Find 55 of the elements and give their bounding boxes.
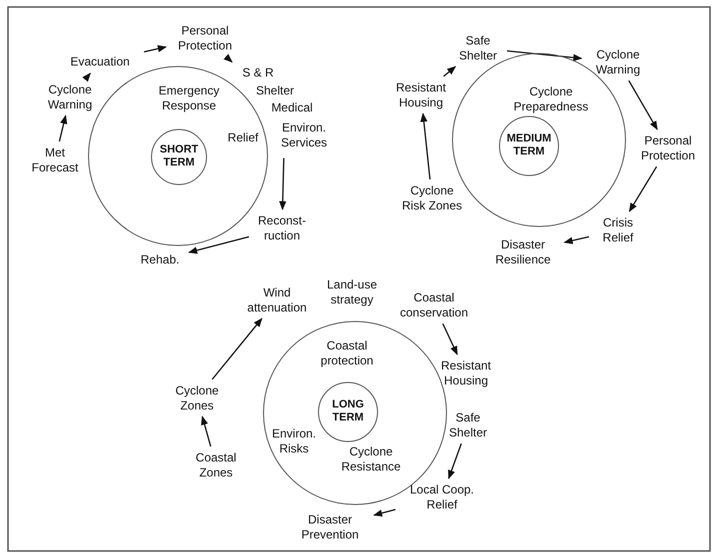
circle-label: Relief xyxy=(226,130,260,146)
step-label: Cyclone Warning xyxy=(40,82,100,112)
step-label: S & R xyxy=(241,66,275,80)
step-label: Coastal Zones xyxy=(186,450,246,480)
arrow xyxy=(212,318,262,380)
step-label: Wind attenuation xyxy=(234,285,320,315)
arrow xyxy=(448,443,462,480)
term-circle xyxy=(318,382,378,442)
step-label: Shelter xyxy=(254,84,296,98)
arrow xyxy=(58,114,68,142)
term-circle xyxy=(151,129,207,185)
step-label: Reconst- ruction xyxy=(253,213,311,243)
step-label: Rehab. xyxy=(135,252,185,268)
term-circle xyxy=(499,116,559,176)
step-label: Environ. Services xyxy=(280,120,328,150)
arrow xyxy=(188,236,250,254)
arrow xyxy=(506,50,582,62)
step-label: Personal Protection xyxy=(630,133,706,163)
arrow xyxy=(420,112,431,180)
arrow xyxy=(82,72,91,82)
arrow xyxy=(373,508,396,517)
circle-label: Environ. Risks xyxy=(270,426,318,456)
circle-label: Coastal protection xyxy=(320,338,374,368)
step-label: Resistant Housing xyxy=(386,80,456,110)
step-label: Met Forecast xyxy=(22,145,88,175)
term-label: LONG TERM xyxy=(331,398,365,426)
step-label: Crisis Relief xyxy=(593,215,643,245)
arrow xyxy=(443,66,456,77)
step-label: Cyclone Risk Zones xyxy=(401,183,463,213)
step-label: Land-use strategy xyxy=(326,277,378,307)
term-label: MEDIUM TERM xyxy=(506,132,552,160)
arrow xyxy=(201,416,212,447)
step-label: Coastal conservation xyxy=(388,290,480,320)
step-label: Cyclone Warning xyxy=(586,47,650,77)
step-label: Personal Protection xyxy=(170,23,240,53)
circle-label: Emergency Response xyxy=(158,83,220,113)
step-label: Cyclone Zones xyxy=(167,383,227,413)
arrow xyxy=(144,45,167,53)
step-label: Safe Shelter xyxy=(453,33,503,63)
step-label: Disaster Prevention xyxy=(290,512,370,542)
arrow xyxy=(442,323,458,356)
arrow xyxy=(564,236,590,244)
circle-label: Cyclone Resistance xyxy=(340,444,402,474)
arrow xyxy=(279,158,286,210)
step-label: Medical xyxy=(270,100,314,116)
step-label: Disaster Resilience xyxy=(486,237,560,267)
arrow xyxy=(223,54,233,63)
arrow xyxy=(628,80,658,130)
step-label: Resistant Housing xyxy=(431,358,501,388)
arrow xyxy=(628,166,658,212)
step-label: Safe Shelter xyxy=(443,410,493,440)
term-label: SHORT TERM xyxy=(158,144,200,170)
circle-label: Cyclone Preparedness xyxy=(512,84,590,114)
step-label: Local Coop. Relief xyxy=(400,482,484,512)
step-label: Evacuation xyxy=(60,54,140,70)
